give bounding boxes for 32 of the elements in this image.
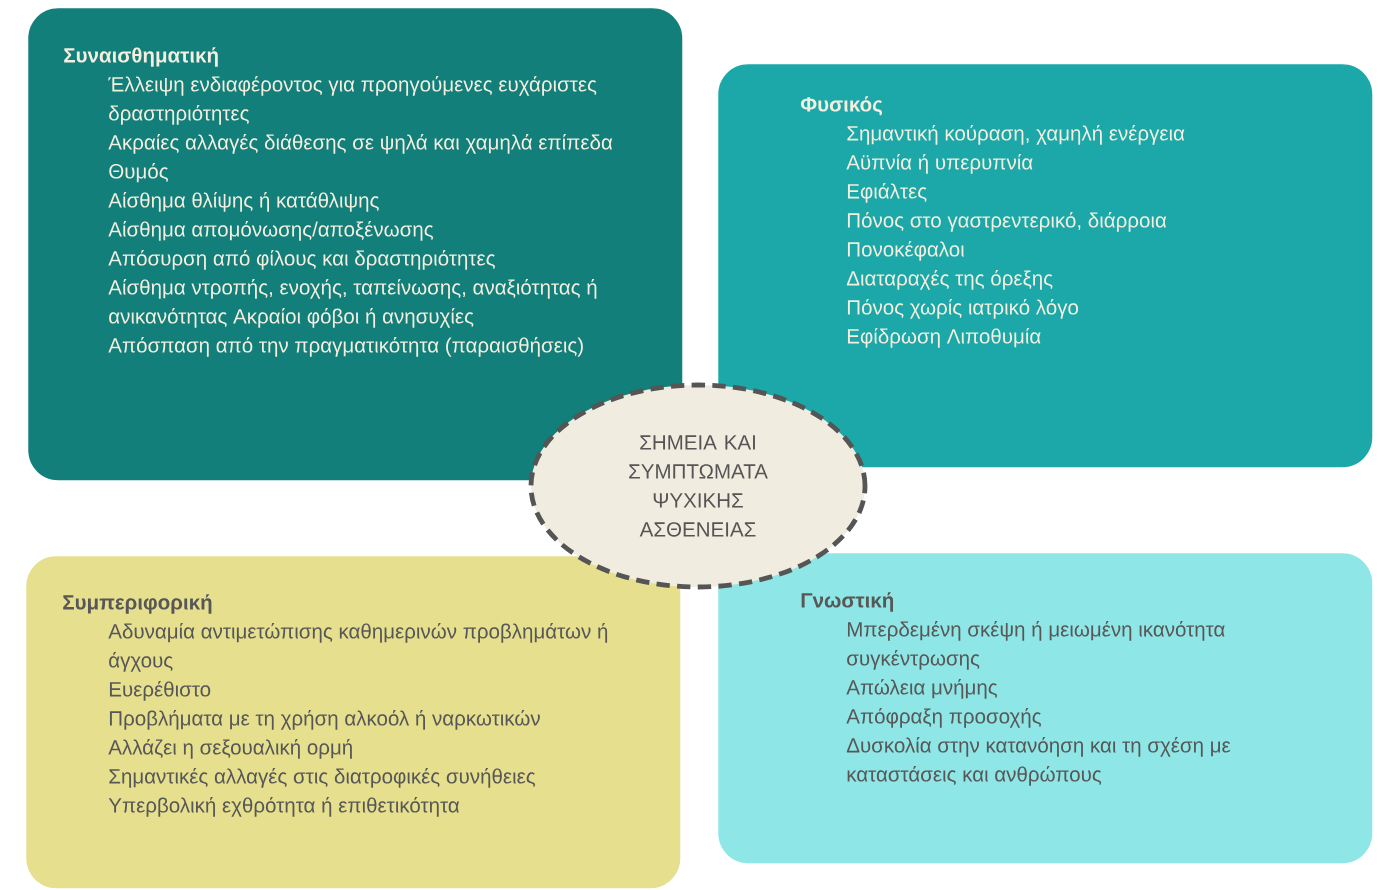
- symptom-text: Αίσθημα θλίψης ή κατάθλιψης: [108, 191, 379, 212]
- symptom-text: Αδυναμία αντιμετώπισης καθημερινών προβλημάτων ή άγχους: [108, 622, 608, 672]
- symptom-text: Απόφραξη προσοχής: [846, 707, 1041, 728]
- symptom-text: Σημαντική κούραση, χαμηλή ενέργεια: [847, 124, 1185, 145]
- symptom-text: Πονοκέφαλοι: [847, 240, 965, 261]
- center-ellipse: [528, 382, 868, 590]
- symptom-text: Σημαντικές αλλαγές στις διατροφικές συνήθειες: [109, 767, 536, 788]
- category-heading: Συμπεριφορική: [63, 594, 212, 614]
- symptom-text: Εφίδρωση Λιποθυμία: [847, 327, 1041, 348]
- symptom-text: Θυμός: [109, 162, 168, 183]
- symptom-text: Απώλεια μνήμης: [846, 678, 998, 699]
- category-heading: Γνωστική: [801, 592, 893, 612]
- symptom-text: Απόσπαση από την πραγματικότητα (παραισθήσεις): [108, 336, 583, 357]
- symptom-text: Απόσυρση από φίλους και δραστηριότητες: [108, 249, 495, 270]
- symptom-text: Αλλάζει η σεξουαλική ορμή: [108, 738, 352, 759]
- symptom-text: Δυσκολία στην κατανόηση και τη σχέση με καταστάσεις και ανθρώπους: [846, 736, 1231, 786]
- category-heading: Φυσικός: [800, 96, 883, 116]
- symptom-text: Έλλειψη ενδιαφέροντος για προηγούμενες ευχάριστες δραστηριότητες: [108, 75, 597, 125]
- symptom-text: Αίσθημα απομόνωσης/αποξένωσης: [108, 220, 433, 241]
- symptom-text: Αίσθημα ντροπής, ενοχής, ταπείνωσης, αναξιότητας ή ανικανότητας Ακραίοι φόβοι ή ανησυχίες: [108, 278, 597, 328]
- symptom-text: Ακραίες αλλαγές διάθεσης σε ψηλά και χαμηλά επίπεδα: [108, 133, 613, 154]
- symptom-text: Ευερέθιστο: [109, 680, 211, 701]
- symptom-text: Αϋπνία ή υπερυπνία: [846, 153, 1033, 174]
- symptom-text: Προβλήματα με τη χρήση αλκοόλ ή ναρκωτικών: [109, 709, 540, 730]
- symptom-text: Πόνος στο γαστρεντερικό, διάρροια: [847, 211, 1167, 232]
- symptom-text: Μπερδεμένη σκέψη ή μειωμένη ικανότητα συγκέντρωσης: [847, 620, 1225, 670]
- center-label: ΣΗΜΕΙΑ ΚΑΙ ΣΥΜΠΤΩΜΑΤΑ ΨΥΧΙΚΗΣ ΑΣΘΕΝΕΙΑΣ: [629, 435, 768, 537]
- symptom-text: Υπερβολική εχθρότητα ή επιθετικότητα: [108, 796, 460, 817]
- category-heading: Συναισθηματική: [64, 47, 218, 67]
- symptom-text: Πόνος χωρίς ιατρικό λόγο: [847, 298, 1079, 319]
- symptom-text: Εφιάλτες: [847, 182, 927, 203]
- symptom-text: Διαταραχές της όρεξης: [846, 269, 1053, 290]
